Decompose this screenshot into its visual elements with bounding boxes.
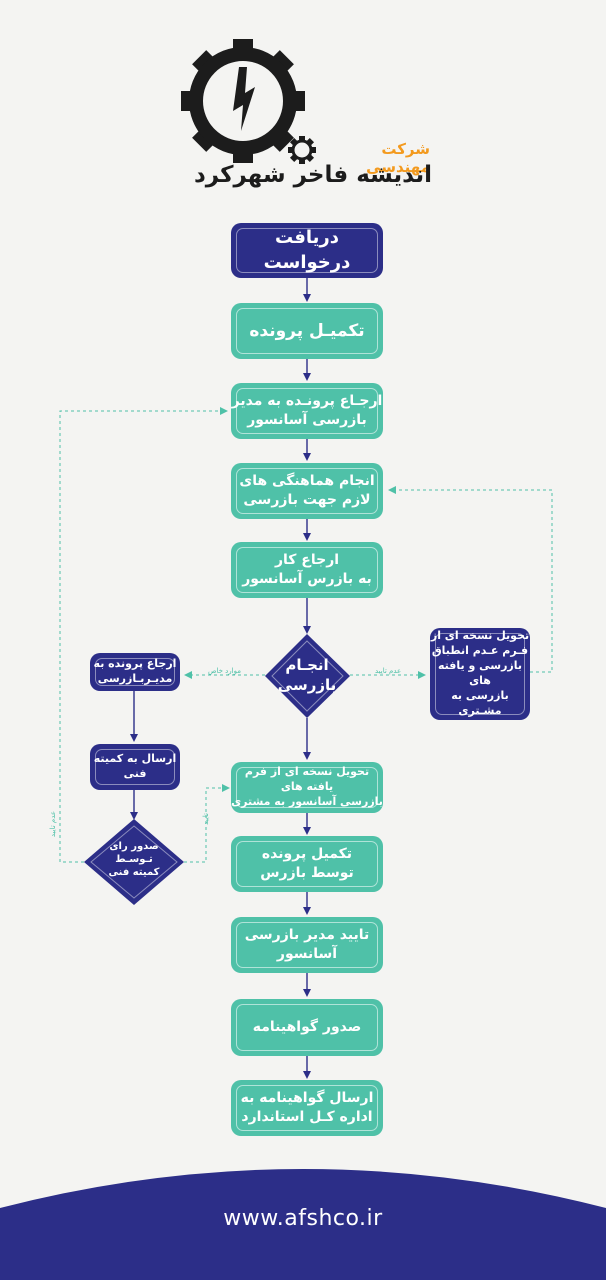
diamond-inspection — [265, 634, 350, 718]
node-inspection-label: انجـام بازرسی — [277, 656, 337, 694]
node-send-certificate: ارسال گواهینامه به اداره کـل استاندارد — [231, 1080, 383, 1136]
footer-wave — [0, 1169, 606, 1280]
node-refer-special: ارجاع پرونده به مدیـربـازرسی — [90, 653, 180, 691]
node-send-committee-label: ارسال به کمیته فنی — [93, 752, 177, 780]
edge-decision-approve-to-findings — [184, 784, 230, 863]
node-refer-work-label: ارجاع کار به بازرس آسانسور — [242, 552, 372, 587]
node-coordination: انجام هماهنگی های لازم جهت بازرسی — [231, 463, 383, 519]
small-gear-icon — [288, 136, 316, 164]
diamond-committee-inner — [90, 825, 178, 899]
large-gear-icon — [181, 39, 305, 163]
node-issue-certificate-label: صدور گواهینامه — [252, 1019, 362, 1036]
node-complete-file: تکمیـل پرونده — [231, 303, 383, 359]
node-deliver-nonconformity: تحویل نسخه ای از فـرم عـدم انطباق بازرسی… — [430, 628, 530, 720]
node-deliver-findings-label: تحویل نسخه ای از فرم یافته های بازرسی آس… — [231, 765, 383, 808]
node-refer-work: ارجاع کار به بازرس آسانسور — [231, 542, 383, 598]
node-receive-request: دریافت درخواست — [231, 223, 383, 278]
node-send-committee: ارسال به کمیته فنی — [90, 744, 180, 790]
edge-label-special-cases: موارد خاص — [208, 667, 241, 675]
edge-label-not-approved-left: عدم تایید — [49, 810, 58, 838]
edge-decision-reject-to-refer — [59, 407, 228, 863]
footer-url[interactable]: www.afshco.ir — [223, 1206, 383, 1231]
brand-subtitle: شرکت مهندسی — [366, 140, 430, 176]
node-send-certificate-label: ارسال گواهینامه به اداره کـل استاندارد — [240, 1090, 374, 1125]
node-refer-to-manager: ارجـاع پرونـده به مدیر بازرسی آسانسور — [231, 383, 383, 439]
node-manager-approval-label: تایید مدیر بازرسی آسانسور — [244, 927, 370, 962]
lightning-icon — [233, 67, 255, 131]
diamond-inspection-inner — [271, 640, 344, 712]
node-coordination-label: انجام هماهنگی های لازم جهت بازرسی — [239, 473, 375, 508]
node-manager-approval: تایید مدیر بازرسی آسانسور — [231, 917, 383, 973]
node-refer-to-manager-label: ارجـاع پرونـده به مدیر بازرسی آسانسور — [231, 393, 383, 428]
node-deliver-nonconformity-label: تحویل نسخه ای از فـرم عـدم انطباق بازرسی… — [430, 629, 530, 717]
node-deliver-findings: تحویل نسخه ای از فرم یافته های بازرسی آس… — [231, 762, 383, 813]
edge-label-approved: تایید — [201, 813, 210, 825]
brand-name: اندیشه فاخر شهرکرد — [194, 162, 432, 188]
edge-label-not-approved-right: عدم تایید — [375, 667, 402, 675]
company-logo — [181, 39, 316, 164]
node-complete-by-inspector: تکمیل پرونده توسط بازرس — [231, 836, 383, 892]
diamond-committee-decision — [84, 819, 184, 905]
node-complete-by-inspector-label: تکمیل پرونده توسط بازرس — [260, 846, 354, 881]
node-committee-decision-label: صدور رای تـوسـط کمیته فنی — [108, 841, 160, 878]
node-issue-certificate: صدور گواهینامه — [231, 999, 383, 1056]
node-refer-special-label: ارجاع پرونده به مدیـربـازرسی — [93, 657, 177, 685]
node-receive-request-label: دریافت درخواست — [263, 227, 351, 273]
node-complete-file-label: تکمیـل پرونده — [249, 320, 365, 341]
edge-nonconformity-to-coordination — [388, 486, 553, 673]
